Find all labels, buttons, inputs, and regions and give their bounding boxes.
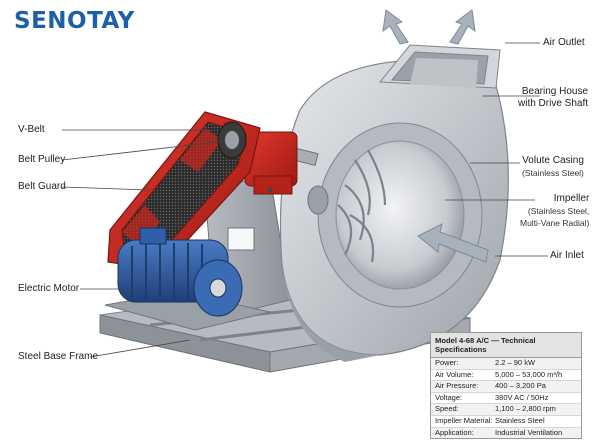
spec-row: Power: 2.2 – 90 kW [431,358,581,369]
label-air-outlet: Air Outlet [543,37,585,48]
spec-value: 2.2 – 90 kW [495,358,536,367]
spec-value: Industrial Ventilation [495,427,563,437]
label-impeller-sub1: (Stainless Steel, [527,206,590,216]
spec-table: Model 4-68 A/C — Technical Specification… [430,332,582,440]
airflow-arrows [382,9,489,263]
spec-key: Impeller Material: [435,415,493,425]
label-impeller: Impeller (Stainless Steel, Multi-Vane Ra… [520,193,589,229]
spec-value: 1,100 – 2,800 rpm [495,404,556,414]
label-electric-motor: Electric Motor [18,283,80,294]
spec-row: Air Volume: 5,000 – 53,000 m³/h [431,368,581,381]
label-impeller-title: Impeller [553,193,590,204]
label-belt-pulley: Belt Pulley [18,154,66,165]
spec-table-body: Power: 2.2 – 90 kW Air Volume: 5,000 – 53,… [431,358,581,439]
label-volute-casing-sub: (Stainless Steel) [522,168,584,178]
label-bearing-house: Bearing House with Drive Shaft [518,86,588,110]
spec-row: Impeller Material:Stainless Steel [431,414,581,427]
spec-key: Air Pressure: [435,381,479,391]
label-volute-casing-title: Volute Casing [522,155,584,166]
spec-key: Air Volume: [435,369,474,379]
spec-row: Voltage: 380V AC / 50Hz [431,391,581,404]
spec-key: Power: [435,358,459,367]
spec-value: Stainless Steel [495,415,545,425]
spec-value: 380V AC / 50Hz [495,392,549,402]
label-impeller-sub2: Multi-Vane Radial) [520,218,590,228]
spec-value: 5,000 – 53,000 m³/h [495,369,563,379]
leader-lines [61,42,548,358]
label-volute-casing: Volute Casing (Stainless Steel) [522,155,584,179]
label-v-belt: V-Belt [18,124,45,135]
spec-row: Air Pressure: 400 – 3,200 Pa [431,380,581,392]
impeller [307,122,483,308]
label-bearing-house-line2: with Drive Shaft [518,98,589,109]
electric-motor [104,227,271,331]
spec-key: Voltage: [435,392,463,402]
label-steel-base-frame: Steel Base Frame [18,351,99,362]
spec-row: Application: Industrial Ventilation [431,426,581,439]
label-belt-guard: Belt Guard [18,181,66,192]
spec-key: Application: [435,427,474,437]
spec-value: 400 – 3,200 Pa [495,381,546,391]
belt-pulley [217,121,247,159]
label-air-inlet: Air Inlet [550,250,584,261]
spec-key: Speed: [435,404,459,414]
spec-row: Speed: 1,100 – 2,800 rpm [431,403,581,415]
brand-logo: SENOTAY [14,8,135,34]
spec-table-title: Model 4-68 A/C — Technical Specification… [431,333,581,358]
label-bearing-house-line1: Bearing House [521,86,589,97]
